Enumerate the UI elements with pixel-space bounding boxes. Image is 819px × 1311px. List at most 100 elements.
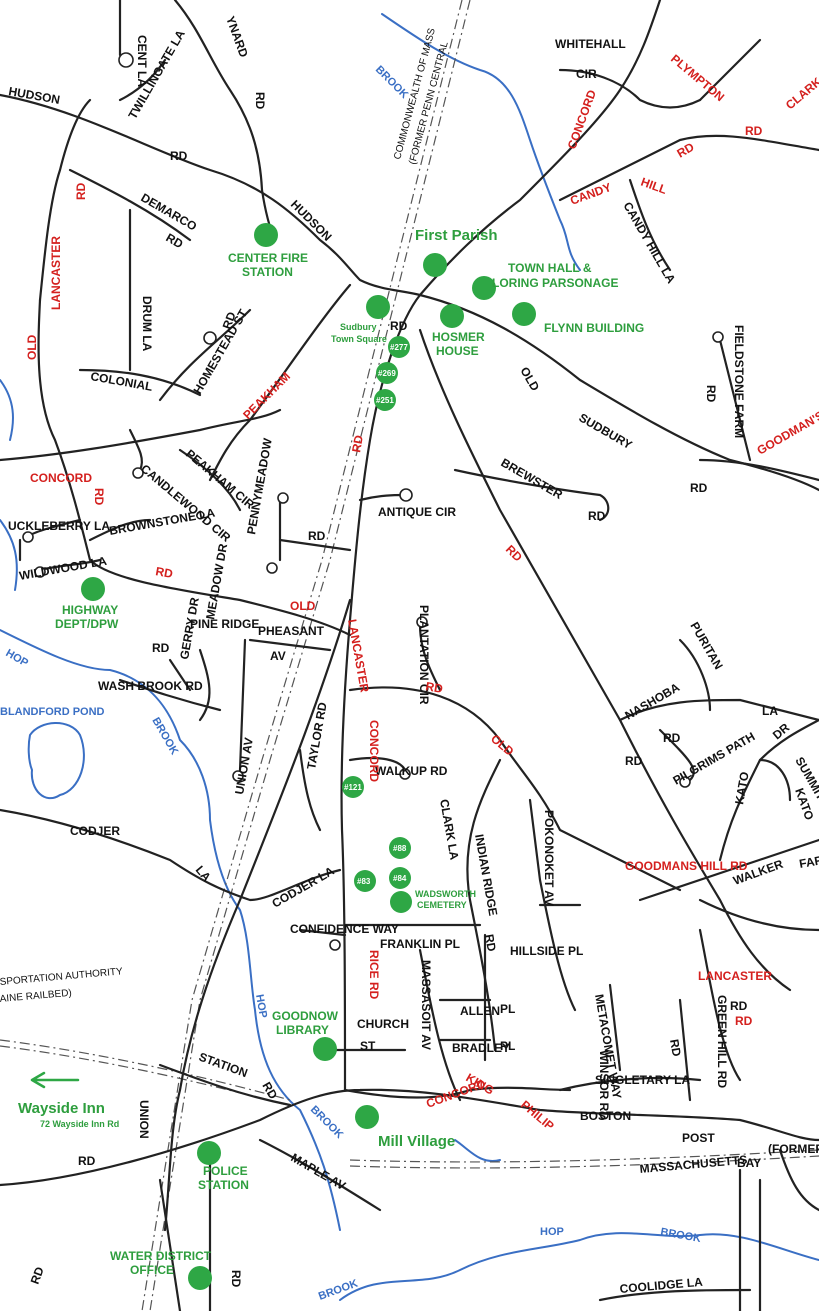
roads-black-35: CODJER LA — [270, 864, 337, 911]
roads-black-42: HILLSIDE PL — [510, 944, 583, 958]
roads-black-76: BREWSTER — [499, 455, 566, 502]
label-water-2: OFFICE — [130, 1263, 174, 1277]
roads-black-19: PENNYMEADOW — [244, 437, 275, 536]
roads-black-75: RD — [690, 481, 708, 495]
poi-center-fire-station[interactable] — [254, 223, 278, 247]
label-highway-2: DEPT/DPW — [55, 617, 119, 631]
roads-black-31: TAYLOR RD — [304, 701, 330, 771]
roads-red-4: HILL — [639, 175, 669, 197]
label-goodnow-2: LIBRARY — [276, 1023, 329, 1037]
roads-black-10: RD — [220, 310, 239, 331]
roads-black-1: YNARD — [223, 14, 251, 59]
landmark-markers — [30, 223, 536, 1290]
roads-black-51: WINSOR RD — [597, 1050, 611, 1120]
roads-red-15: OLD — [290, 599, 316, 613]
roads-black-69: CIR — [576, 67, 597, 81]
poi-88[interactable] — [389, 837, 411, 859]
roads-red-7: RD — [74, 182, 88, 200]
roads-red-23: RD — [735, 1014, 753, 1028]
label-121: #121 — [344, 783, 362, 792]
roads-black-74: SUDBURY — [577, 410, 635, 452]
roads-black-33: CODJER — [70, 824, 120, 838]
roads-red-19: OLD — [488, 732, 517, 759]
roads-black-71: FIELDSTONE FARM — [732, 325, 746, 438]
roads-black-45: PL — [500, 1002, 515, 1016]
roads-black-68: WHITEHALL — [555, 37, 626, 51]
roads-black-22: PINE RIDGE — [190, 617, 259, 631]
roads-black-37: FRANKLIN PL — [380, 937, 460, 951]
poi-84[interactable] — [389, 867, 411, 889]
roads-black-9: DRUM LA — [140, 296, 154, 352]
poi-water-district[interactable] — [188, 1266, 212, 1290]
roads-red-20: RD — [503, 542, 525, 564]
label-83: #83 — [357, 877, 371, 886]
water-7: BROOK — [659, 1226, 701, 1245]
roads-black-21: ANTIQUE CIR — [378, 505, 456, 519]
roads-black-48: MASSASOIT AV — [419, 960, 433, 1050]
roads-black-12: HOMESTEAD ST — [190, 306, 250, 396]
poi-goodnow-library[interactable] — [313, 1037, 337, 1061]
roads-red-21: GOODMANS HILL RD — [625, 859, 748, 873]
roads-black-29: PLANTATION CIR — [417, 605, 431, 705]
roads-black-54: GREEN HILL RD — [715, 995, 729, 1088]
roads-red-2: RD — [745, 124, 763, 138]
roads-black-73: OLD — [517, 365, 542, 394]
label-first-parish: First Parish — [415, 227, 498, 244]
poi-121[interactable] — [342, 776, 364, 798]
roads-black-63: BAY — [737, 1156, 761, 1170]
poi-hosmer-house[interactable] — [440, 304, 464, 328]
poi-flynn-building[interactable] — [512, 302, 536, 326]
roads-red-8: LANCASTER — [49, 236, 63, 310]
label-flynn: FLYNN BUILDING — [544, 321, 644, 335]
water-5: BROOK — [308, 1104, 345, 1141]
poi-277[interactable] — [388, 336, 410, 358]
poi-269[interactable] — [376, 362, 398, 384]
rail-2: SPORTATION AUTHORITY — [0, 966, 123, 988]
poi-town-hall[interactable] — [472, 276, 496, 300]
roads-black-23: RD — [152, 641, 170, 655]
roads-black-81: LA — [762, 704, 778, 718]
roads-red-3: CONCORD — [565, 88, 599, 151]
poi-first-parish[interactable] — [423, 253, 447, 277]
roads-red-28: PHILIP — [518, 1098, 557, 1134]
roads-black-44: ALLEN — [460, 1004, 500, 1018]
roads-black-17: BROWNSTONE LA — [108, 506, 216, 538]
poi-town-square[interactable] — [366, 295, 390, 319]
label-wadsworth-2: CEMETERY — [417, 900, 467, 910]
roads-black-4: TWILLINGATE LA — [125, 27, 188, 121]
roads-black-32: WALKUP RD — [375, 764, 448, 778]
roads-black-89: RD — [625, 754, 643, 768]
roads-black-41: POKONOKET AV — [542, 810, 556, 906]
roads-red-11: RD — [349, 434, 366, 454]
roads-black-11: RD — [390, 319, 408, 333]
label-square-1: Sudbury — [340, 322, 377, 332]
poi-highway-dept[interactable] — [81, 577, 105, 601]
roads-black-50: ST — [360, 1039, 376, 1053]
poi-251[interactable] — [374, 389, 396, 411]
water-0: BROOK — [373, 64, 410, 101]
poi-police-station[interactable] — [197, 1141, 221, 1165]
label-highway-1: HIGHWAY — [62, 603, 118, 617]
roads-black-6: HUDSON — [288, 197, 335, 244]
roads-black-47: PL — [500, 1039, 515, 1053]
west-arrow-icon — [30, 1071, 80, 1089]
roads-black-49: CHURCH — [357, 1017, 409, 1031]
poi-mill-village[interactable] — [355, 1105, 379, 1129]
water-3: BROOK — [149, 716, 180, 758]
label-277: #277 — [390, 343, 408, 352]
roads-black-30: UNION AV — [232, 737, 256, 796]
roads-black-27: AV — [270, 649, 286, 663]
label-goodnow-1: GOODNOW — [272, 1009, 339, 1023]
roads-black-20: RD — [308, 529, 326, 543]
label-wayside: Wayside Inn — [18, 1100, 105, 1117]
waterways — [0, 13, 819, 1301]
roads-black-52: RD — [667, 1038, 684, 1058]
roads-black-67: RD — [229, 1270, 243, 1288]
roads-black-59: MAPLE AV — [289, 1150, 349, 1192]
poi-83[interactable] — [354, 870, 376, 892]
label-251: #251 — [376, 396, 394, 405]
roads-black-25: MEADOW DR — [203, 542, 230, 620]
poi-wadsworth-cemetery[interactable] — [390, 891, 412, 913]
label-mill-village: Mill Village — [378, 1133, 455, 1150]
